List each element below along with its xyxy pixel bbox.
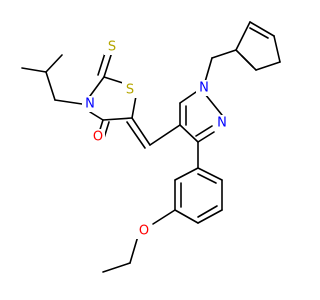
molecule-structure: O N S S N N O — [21, 21, 281, 273]
bond-n2-c3-double — [195, 125, 213, 137]
ph1-b6 — [235, 21, 251, 51]
ph1-b5 — [249, 21, 275, 37]
atom-n3-label: N — [217, 116, 227, 131]
ph1-b1 — [211, 49, 237, 59]
atom-s1-label: S — [126, 83, 134, 98]
bond-c3-c4 — [179, 124, 199, 143]
bond-n2-c3 — [197, 131, 215, 143]
bond-ch-ch3b — [45, 54, 63, 73]
bond-ch2-ch3 — [102, 262, 131, 273]
ph1-b2-inner — [241, 55, 254, 68]
atom-n3-bg — [214, 115, 229, 131]
bond-o2-ch2 — [129, 235, 139, 264]
ph1-b4 — [273, 35, 281, 63]
bond-ch3a-ch — [21, 67, 47, 73]
atom-o1-label: O — [93, 130, 103, 145]
bond-c2-s2-a — [103, 51, 113, 78]
ar2-b6 — [197, 167, 223, 181]
bond-n1-n2 — [204, 93, 223, 116]
atom-n1-label: N — [85, 97, 95, 112]
bond-ch2-n — [54, 99, 83, 105]
atom-o2-bg — [136, 223, 151, 239]
atom-s2-bg — [104, 39, 119, 55]
atom-o2-label: O — [139, 224, 149, 239]
ph1-b3 — [255, 61, 281, 71]
bond-s1-c5 — [131, 95, 137, 119]
bond-c4-n — [89, 111, 104, 121]
bond-c5-ch-a — [131, 117, 151, 146]
bond-n1-phenyl — [204, 57, 213, 83]
ar2-b1 — [174, 167, 199, 181]
ar2-b4-inner — [197, 205, 218, 218]
bond-c5-c4 — [102, 117, 133, 121]
bond-layer — [21, 21, 281, 273]
ar2-b4 — [197, 209, 223, 224]
diagram-canvas: O N S S N N O — [21, 21, 281, 273]
ar2-b6-inner — [197, 173, 217, 184]
bond-ar-o2 — [152, 209, 176, 225]
bond-ch-pyrc4 — [149, 124, 181, 146]
ar2-b3 — [174, 209, 199, 224]
bond-c5-n1 — [179, 91, 197, 104]
atom-n2-bg — [196, 80, 211, 96]
atom-n2-label: N — [199, 81, 209, 96]
bond-ch-ch2 — [45, 71, 56, 101]
atom-s2-label: S — [108, 40, 116, 55]
atom-n1-bg — [82, 96, 97, 112]
bond-c5-ch-b — [126, 121, 146, 149]
atom-o1-bg — [90, 129, 105, 145]
bond-n-c2 — [89, 76, 105, 97]
ph1-b5-inner — [249, 27, 269, 39]
atom-s1-bg — [122, 82, 137, 98]
atom-label-layer: O N S S N N O — [82, 39, 229, 239]
